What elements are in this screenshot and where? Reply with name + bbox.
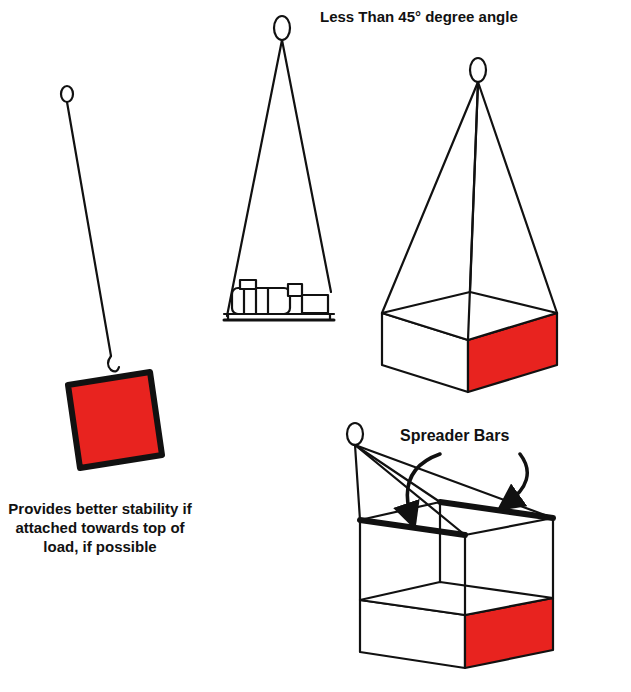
machine-lift <box>224 16 334 320</box>
four-leg-bridle <box>382 58 557 392</box>
spreader-bar-lift <box>347 423 553 668</box>
single-leg-lift <box>61 86 162 468</box>
label-text: Spreader Bars <box>400 426 580 446</box>
label-text: Less Than 45° degree angle <box>320 8 620 27</box>
note-text: Provides better stability if attached to… <box>4 500 196 556</box>
leader-arrow <box>407 454 527 520</box>
